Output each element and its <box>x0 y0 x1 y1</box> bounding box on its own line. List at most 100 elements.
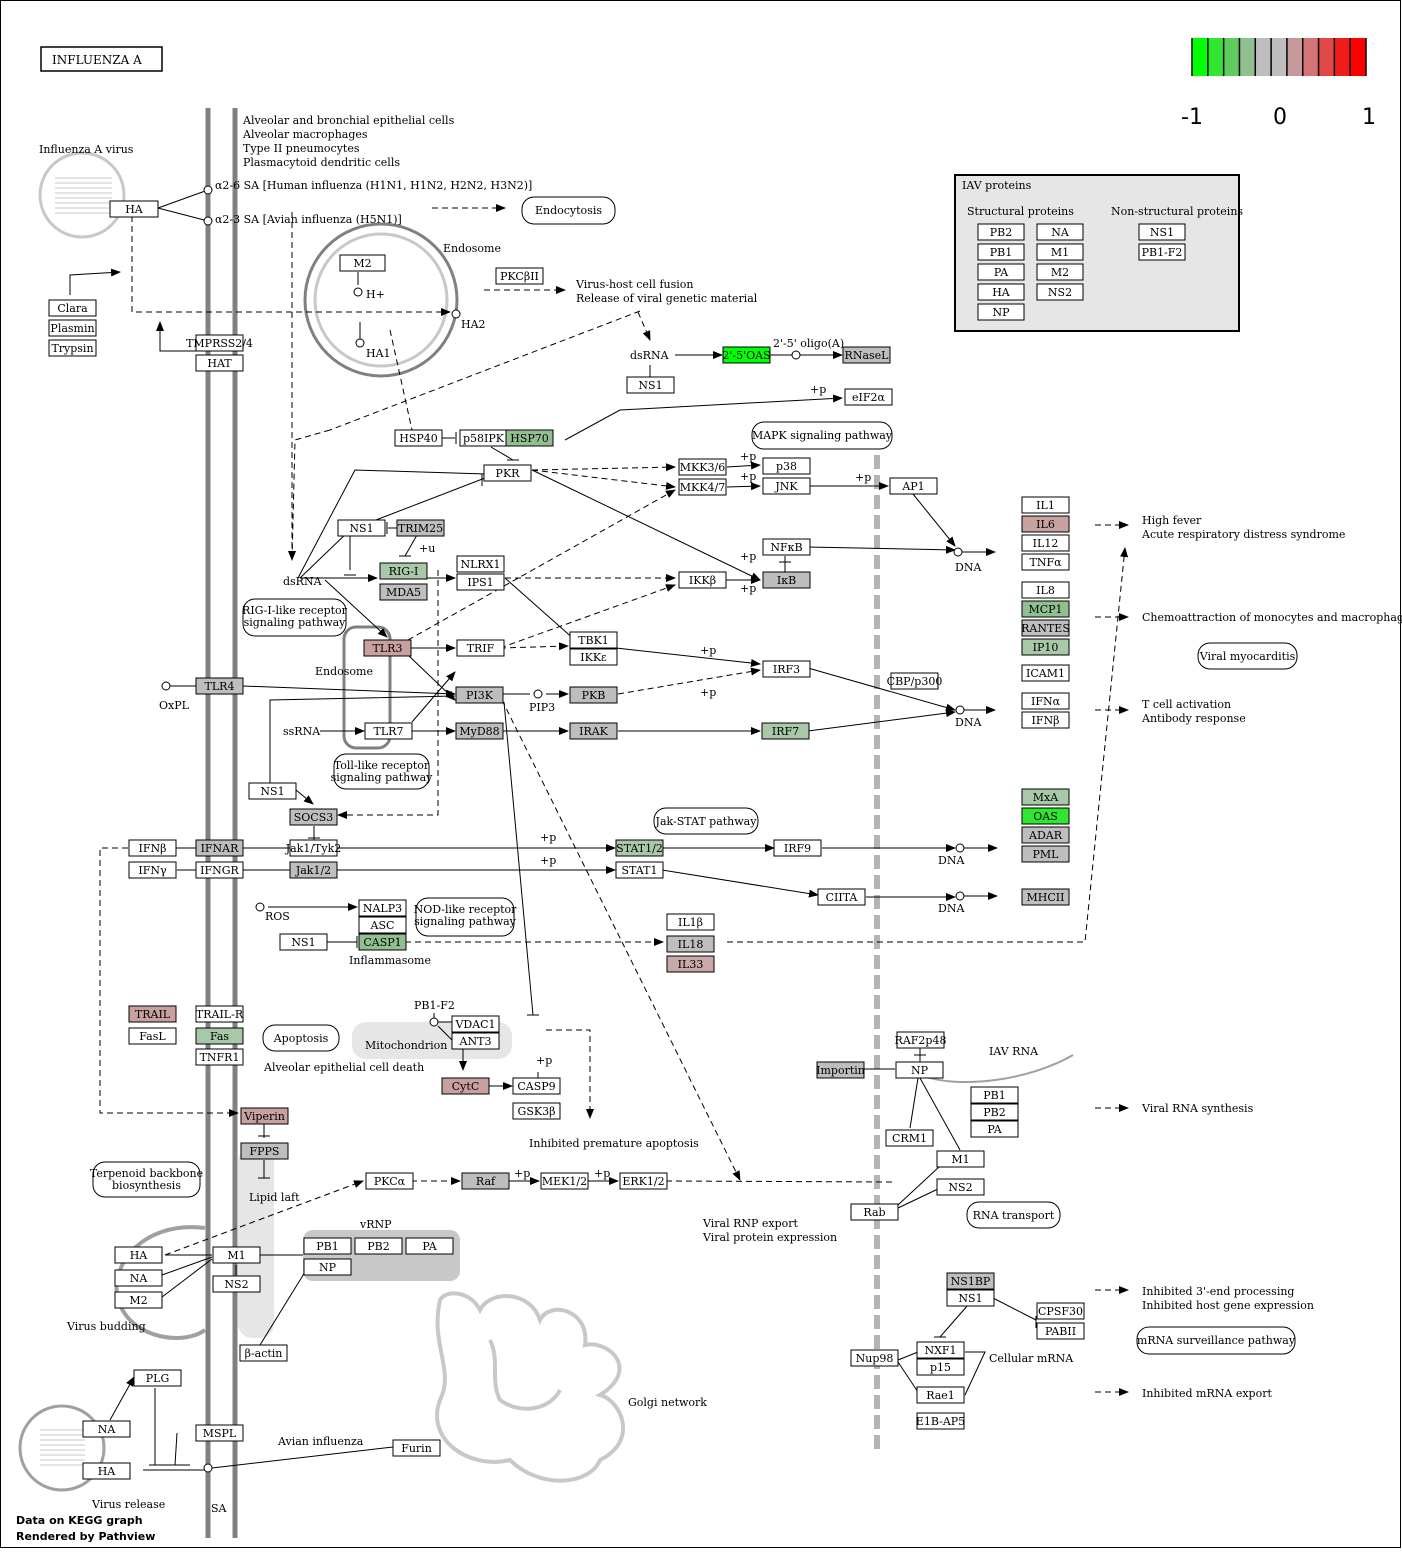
node-np[interactable]: NP <box>303 1258 352 1276</box>
node-ns1[interactable]: NS1 <box>248 782 297 800</box>
node-ant3[interactable]: ANT3 <box>451 1032 500 1050</box>
node-il18[interactable]: IL18 <box>666 935 715 953</box>
node-mda5[interactable]: MDA5 <box>379 583 428 601</box>
node-ifn[interactable]: IFNβ <box>1021 711 1070 729</box>
node-tlr4[interactable]: TLR4 <box>195 677 244 695</box>
node-m1[interactable]: M1 <box>212 1246 261 1264</box>
node-hat[interactable]: HAT <box>195 354 244 372</box>
node-ikk[interactable]: IKKε <box>569 648 618 666</box>
node-mxa[interactable]: MxA <box>1021 788 1070 806</box>
node-nf-b[interactable]: NFκB <box>762 538 811 556</box>
node-pi3k[interactable]: PI3K <box>455 686 504 704</box>
iav-protein-ns2[interactable]: NS2 <box>1036 283 1084 301</box>
node-ns2[interactable]: NS2 <box>936 1178 985 1196</box>
node-plg[interactable]: PLG <box>133 1369 182 1387</box>
node-il12[interactable]: IL12 <box>1021 534 1070 552</box>
node-pml[interactable]: PML <box>1021 845 1070 863</box>
node-ha[interactable]: HA <box>114 1246 163 1264</box>
node-myd88[interactable]: MyD88 <box>455 722 504 740</box>
node-clara[interactable]: Clara <box>48 299 97 317</box>
iav-protein-m2[interactable]: M2 <box>1036 263 1084 281</box>
node-ha[interactable]: HA <box>109 200 159 218</box>
node-irf9[interactable]: IRF9 <box>773 839 822 857</box>
node-ns1[interactable]: NS1 <box>337 519 386 537</box>
node-crm1[interactable]: CRM1 <box>885 1129 934 1147</box>
node-pb1[interactable]: PB1 <box>970 1086 1019 1104</box>
node-fas[interactable]: Fas <box>195 1027 244 1045</box>
node-p15[interactable]: p15 <box>916 1358 965 1376</box>
node-raf2p48[interactable]: RAF2p48 <box>895 1031 947 1049</box>
pathway-ref-viral-myocarditis[interactable]: Viral myocarditis <box>1197 642 1298 670</box>
node-cytc[interactable]: CytC <box>441 1077 490 1095</box>
node-trypsin[interactable]: Trypsin <box>48 339 97 357</box>
node-pb1[interactable]: PB1 <box>303 1237 352 1255</box>
node-na[interactable]: NA <box>114 1269 163 1287</box>
node-m1[interactable]: M1 <box>936 1150 985 1168</box>
node-il6[interactable]: IL6 <box>1021 515 1070 533</box>
node-tnf[interactable]: TNFα <box>1021 553 1070 571</box>
node-ap1[interactable]: AP1 <box>889 477 938 495</box>
node-nxf1[interactable]: NXF1 <box>916 1341 965 1359</box>
iav-protein-ns1[interactable]: NS1 <box>1138 223 1186 241</box>
node-pa[interactable]: PA <box>970 1120 1019 1138</box>
node-raf[interactable]: Raf <box>461 1172 510 1190</box>
node-cbp-p300[interactable]: CBP/p300 <box>887 672 943 690</box>
node-il1[interactable]: IL1β <box>666 913 715 931</box>
node-pkc-ii[interactable]: PKCβII <box>495 267 544 285</box>
node-tbk1[interactable]: TBK1 <box>569 631 618 649</box>
node-pa[interactable]: PA <box>405 1237 454 1255</box>
node-rae1[interactable]: Rae1 <box>916 1386 965 1404</box>
node-tlr7[interactable]: TLR7 <box>364 722 413 740</box>
iav-protein-np[interactable]: NP <box>977 303 1025 321</box>
node-irak[interactable]: IRAK <box>569 722 618 740</box>
node-socs3[interactable]: SOCS3 <box>289 808 338 826</box>
node-ns1[interactable]: NS1 <box>626 376 675 394</box>
node-i-b[interactable]: IκB <box>762 571 811 589</box>
node-ikk[interactable]: IKKβ <box>678 571 727 589</box>
node-rantes[interactable]: RANTES <box>1021 619 1070 637</box>
node-oas[interactable]: OAS <box>1021 807 1070 825</box>
node-fasl[interactable]: FasL <box>128 1027 177 1045</box>
node-tmprss2-4[interactable]: TMPRSS2/4 <box>186 334 253 352</box>
node-pabii[interactable]: PABII <box>1036 1322 1085 1340</box>
iav-protein-pb1[interactable]: PB1 <box>977 243 1025 261</box>
pathway-ref-jak-stat-pathway[interactable]: Jak-STAT pathway <box>653 807 759 835</box>
node-ns1bp[interactable]: NS1BP <box>946 1272 995 1290</box>
node-casp1[interactable]: CASP1 <box>358 933 407 951</box>
node-erk1-2[interactable]: ERK1/2 <box>619 1172 668 1190</box>
iav-protein-pb2[interactable]: PB2 <box>977 223 1025 241</box>
node-m2[interactable]: M2 <box>114 1291 163 1309</box>
node-cpsf30[interactable]: CPSF30 <box>1036 1302 1085 1320</box>
node-jak1-tyk2[interactable]: Jak1/Tyk2 <box>285 839 342 857</box>
node-2-5-oas[interactable]: 2'-5'OAS <box>722 346 771 364</box>
node-trif[interactable]: TRIF <box>456 639 505 657</box>
node-irf3[interactable]: IRF3 <box>762 660 811 678</box>
node-pkr[interactable]: PKR <box>483 464 532 482</box>
node-casp9[interactable]: CASP9 <box>512 1077 561 1095</box>
node-irf7[interactable]: IRF7 <box>761 722 810 740</box>
node-mkk4-7[interactable]: MKK4/7 <box>678 478 727 496</box>
pathway-ref-apoptosis[interactable]: Apoptosis <box>262 1024 340 1052</box>
node-viperin[interactable]: Viperin <box>240 1107 289 1125</box>
node-jnk[interactable]: JNK <box>762 477 811 495</box>
node-trail[interactable]: TRAIL <box>128 1005 177 1023</box>
iav-protein-m1[interactable]: M1 <box>1036 243 1084 261</box>
node-ifngr[interactable]: IFNGR <box>195 861 244 879</box>
pathway-ref-rna-transport[interactable]: RNA transport <box>966 1201 1061 1229</box>
node-np[interactable]: NP <box>895 1061 944 1079</box>
node-asc[interactable]: ASC <box>358 916 407 934</box>
node-trim25[interactable]: TRIM25 <box>396 519 445 537</box>
node-eif2[interactable]: eIF2α <box>844 388 893 406</box>
node-ifn[interactable]: IFNα <box>1021 692 1070 710</box>
node-fpps[interactable]: FPPS <box>240 1142 289 1160</box>
node-icam1[interactable]: ICAM1 <box>1021 664 1070 682</box>
node-nalp3[interactable]: NALP3 <box>358 899 407 917</box>
node-ciita[interactable]: CIITA <box>817 888 866 906</box>
pathway-ref-mrna-surveillance-pathway[interactable]: mRNA surveillance pathway <box>1136 1326 1296 1355</box>
node-tnfr1[interactable]: TNFR1 <box>195 1048 244 1066</box>
node-pb2[interactable]: PB2 <box>970 1103 1019 1121</box>
node-ns1[interactable]: NS1 <box>279 933 328 951</box>
node-vdac1[interactable]: VDAC1 <box>451 1015 500 1033</box>
